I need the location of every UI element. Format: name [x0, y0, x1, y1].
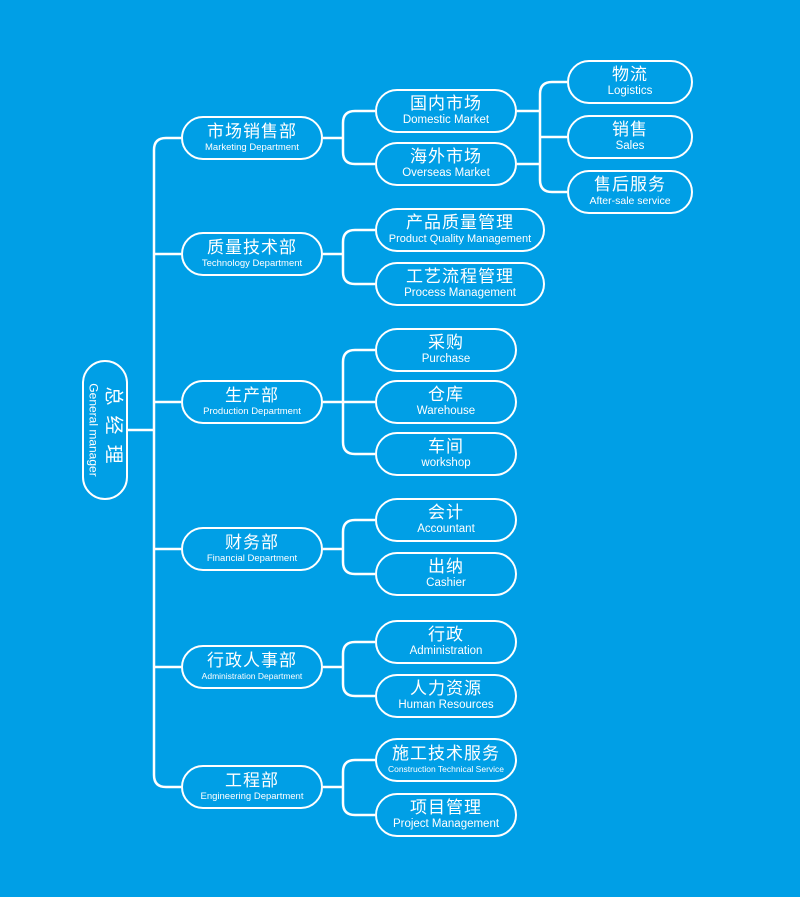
node-label-zh: 出纳	[428, 556, 464, 577]
node-administration-department[interactable]: 行政人事部 Administration Department	[181, 645, 323, 689]
node-label-zh: 项目管理	[410, 797, 482, 818]
node-label-en: Purchase	[421, 352, 471, 365]
node-label-zh: 生产部	[225, 385, 279, 406]
node-overseas-market[interactable]: 海外市场 Overseas Market	[375, 142, 517, 186]
node-label-zh: 仓库	[428, 384, 464, 405]
node-domestic-market[interactable]: 国内市场 Domestic Market	[375, 89, 517, 133]
node-label-en: Engineering Department	[200, 790, 304, 802]
node-label-en: Administration Department	[201, 671, 303, 682]
node-label-en: Human Resources	[398, 698, 494, 711]
node-label-zh: 物流	[612, 64, 648, 85]
node-label-zh: 市场销售部	[207, 121, 297, 142]
node-label-zh: 会计	[428, 502, 464, 523]
node-label-zh: 工艺流程管理	[406, 266, 514, 287]
node-label-en: Production Department	[203, 405, 301, 417]
node-label-en: Sales	[615, 139, 645, 152]
node-label-zh: 财务部	[225, 532, 279, 553]
node-label-en: Financial Department	[206, 552, 298, 564]
node-label-en: Process Management	[404, 286, 516, 299]
node-product-quality-management[interactable]: 产品质量管理 Product Quality Management	[375, 208, 545, 252]
node-label-en: After-sale service	[589, 195, 671, 208]
node-label-zh: 售后服务	[594, 175, 666, 196]
node-after-sale-service[interactable]: 售后服务 After-sale service	[567, 170, 693, 214]
node-label-zh: 采购	[428, 332, 464, 353]
node-label-en: Cashier	[426, 576, 466, 589]
node-label-en: Overseas Market	[402, 166, 490, 179]
node-label-en: Construction Technical Service	[387, 764, 505, 775]
node-label-en: Technology Department	[201, 257, 303, 269]
node-label-en: Warehouse	[416, 404, 476, 417]
node-marketing-department[interactable]: 市场销售部 Marketing Department	[181, 116, 323, 160]
node-label-en: workshop	[421, 456, 471, 469]
node-workshop[interactable]: 车间 workshop	[375, 432, 517, 476]
node-logistics[interactable]: 物流 Logistics	[567, 60, 693, 104]
node-label-en: Product Quality Management	[388, 233, 532, 245]
node-process-management[interactable]: 工艺流程管理 Process Management	[375, 262, 545, 306]
node-warehouse[interactable]: 仓库 Warehouse	[375, 380, 517, 424]
node-general-manager-zh: 总经理	[102, 386, 125, 474]
node-engineering-department[interactable]: 工程部 Engineering Department	[181, 765, 323, 809]
node-purchase[interactable]: 采购 Purchase	[375, 328, 517, 372]
node-label-zh: 工程部	[225, 770, 279, 791]
node-label-en: Domestic Market	[402, 113, 490, 126]
node-project-management[interactable]: 项目管理 Project Management	[375, 793, 517, 837]
node-label-zh: 质量技术部	[207, 237, 297, 258]
node-label-zh: 车间	[428, 436, 464, 457]
node-label-zh: 海外市场	[410, 146, 482, 167]
node-label-en: Marketing Department	[205, 141, 299, 153]
node-label-zh: 行政	[428, 624, 464, 645]
node-label-zh: 产品质量管理	[406, 213, 514, 233]
node-cashier[interactable]: 出纳 Cashier	[375, 552, 517, 596]
node-label-zh: 行政人事部	[207, 651, 297, 672]
node-label-zh: 国内市场	[410, 93, 482, 114]
node-administration[interactable]: 行政 Administration	[375, 620, 517, 664]
node-label-zh: 销售	[612, 119, 648, 140]
node-sales[interactable]: 销售 Sales	[567, 115, 693, 159]
node-accountant[interactable]: 会计 Accountant	[375, 498, 517, 542]
node-construction-technical-service[interactable]: 施工技术服务 Construction Technical Service	[375, 738, 517, 782]
node-production-department[interactable]: 生产部 Production Department	[181, 380, 323, 424]
node-label-zh: 人力资源	[410, 678, 482, 699]
node-technology-department[interactable]: 质量技术部 Technology Department	[181, 232, 323, 276]
node-label-en: Administration	[409, 644, 483, 657]
main-trunk	[152, 136, 181, 789]
node-label-en: Logistics	[607, 84, 653, 97]
node-general-manager[interactable]: 总经理 General manager	[82, 360, 128, 500]
node-label-en: Project Management	[392, 817, 500, 830]
node-general-manager-en: General manager	[86, 383, 101, 477]
node-human-resources[interactable]: 人力资源 Human Resources	[375, 674, 517, 718]
node-financial-department[interactable]: 财务部 Financial Department	[181, 527, 323, 571]
node-label-en: Accountant	[417, 522, 475, 535]
node-label-zh: 施工技术服务	[392, 744, 500, 765]
